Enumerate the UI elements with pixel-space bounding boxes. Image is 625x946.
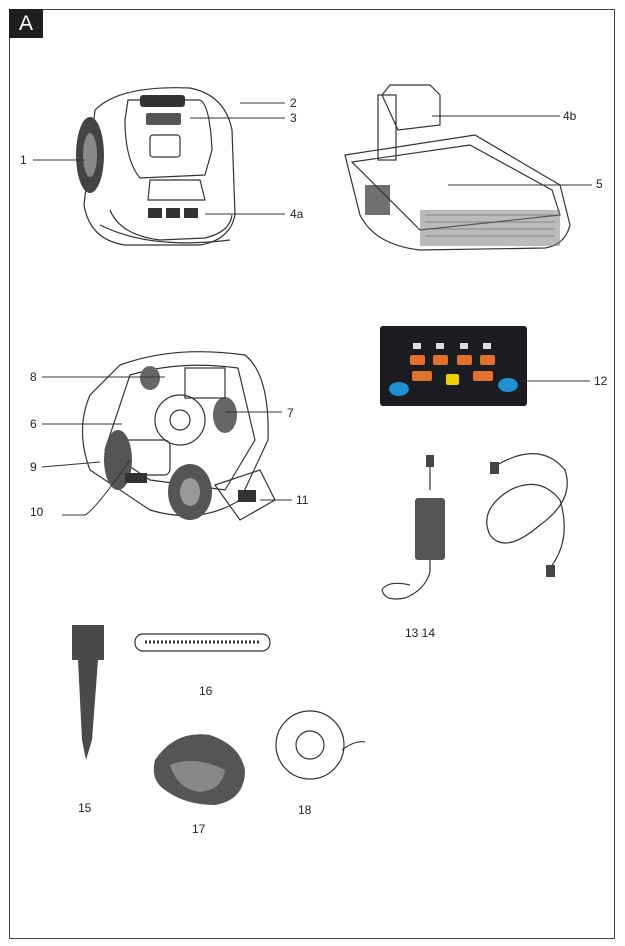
- label-16: 16: [199, 684, 213, 698]
- mower-top-view: [76, 87, 236, 246]
- label-11: 11: [296, 493, 309, 507]
- charging-station: [344, 84, 571, 251]
- peg: [72, 625, 104, 760]
- page-frame: [9, 9, 615, 939]
- mower-underside: [81, 351, 276, 521]
- power-supply: [381, 455, 445, 600]
- wire-roll: [275, 710, 366, 780]
- label-3: 3: [290, 111, 297, 125]
- label-13-14: 13 14: [405, 626, 436, 640]
- label-12: 12: [594, 374, 608, 388]
- label-18: 18: [298, 803, 312, 817]
- label-7: 7: [287, 406, 294, 420]
- section-tag: A: [9, 9, 43, 38]
- extension-cable: [486, 453, 568, 577]
- label-15: 15: [78, 801, 92, 815]
- wire-clamp: [153, 734, 245, 805]
- label-2: 2: [290, 96, 297, 110]
- label-4a: 4a: [290, 207, 304, 221]
- connector-tube: [134, 633, 271, 652]
- label-10: 10: [30, 505, 44, 519]
- label-1: 1: [20, 153, 27, 167]
- label-6: 6: [30, 417, 37, 431]
- label-8: 8: [30, 370, 37, 384]
- label-5: 5: [596, 177, 603, 191]
- label-9: 9: [30, 460, 37, 474]
- label-4b: 4b: [563, 109, 577, 123]
- label-17: 17: [192, 822, 206, 836]
- control-panel: [380, 326, 527, 406]
